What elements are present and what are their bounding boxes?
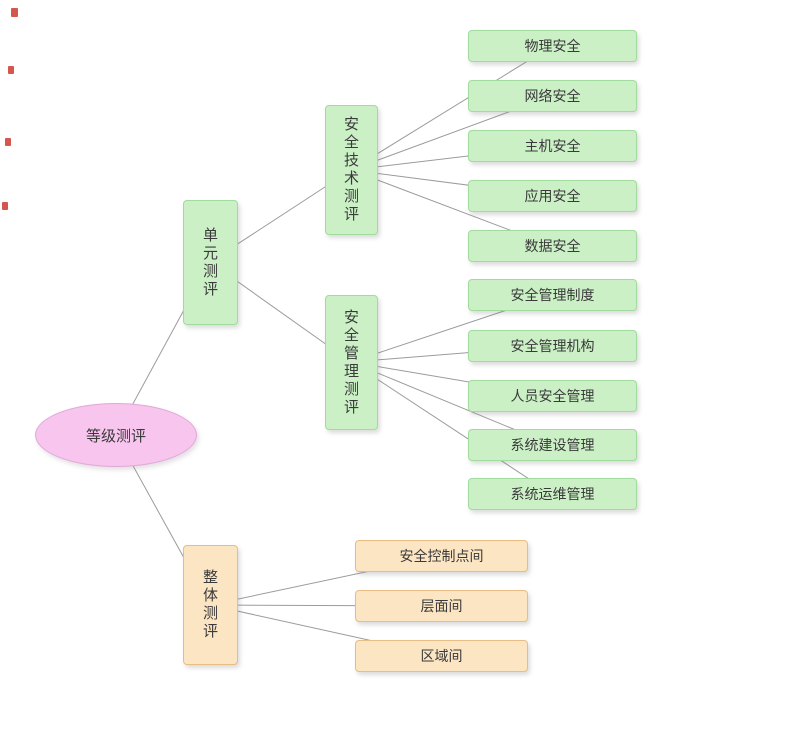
leaf-label: 区域间	[420, 649, 463, 665]
leaf-physical-security: 物理安全	[468, 30, 637, 62]
branch-tech-label: 安全技术测评	[342, 116, 360, 224]
leaf-label: 系统建设管理	[510, 438, 595, 454]
artifact-speck	[5, 138, 11, 146]
leaf-label: 人员安全管理	[510, 389, 595, 405]
leaf-label: 安全控制点间	[399, 549, 484, 565]
leaf-personnel-security-management: 人员安全管理	[468, 380, 637, 412]
leaf-host-security: 主机安全	[468, 130, 637, 162]
root-node-grade-evaluation: 等级测评	[35, 403, 197, 467]
leaf-label: 层面间	[420, 599, 463, 615]
branch-security-technical-evaluation: 安全技术测评	[325, 105, 378, 235]
leaf-system-operation-maintenance-management: 系统运维管理	[468, 478, 637, 510]
leaf-security-management-organization: 安全管理机构	[468, 330, 637, 362]
branch-mgmt-label: 安全管理测评	[342, 308, 360, 417]
leaf-label: 安全管理制度	[510, 288, 595, 304]
artifact-speck	[11, 8, 18, 17]
leaf-label: 物理安全	[524, 39, 581, 55]
leaf-label: 网络安全	[524, 89, 581, 105]
branch-unit-evaluation: 单元测评	[183, 200, 238, 325]
artifact-speck	[2, 202, 8, 210]
leaf-system-construction-management: 系统建设管理	[468, 429, 637, 461]
branch-unit-label: 单元测评	[201, 226, 219, 299]
leaf-between-layers: 层面间	[355, 590, 528, 622]
leaf-between-regions: 区域间	[355, 640, 528, 672]
leaf-label: 安全管理机构	[510, 339, 595, 355]
root-node-label: 等级测评	[85, 426, 146, 445]
branch-overall-evaluation: 整体测评	[183, 545, 238, 665]
leaf-security-management-system: 安全管理制度	[468, 279, 637, 311]
artifact-speck	[8, 66, 14, 74]
leaf-label: 主机安全	[524, 139, 581, 155]
branch-overall-label: 整体测评	[201, 569, 219, 641]
leaf-between-security-control-points: 安全控制点间	[355, 540, 528, 572]
leaf-label: 应用安全	[524, 189, 581, 205]
leaf-application-security: 应用安全	[468, 180, 637, 212]
branch-security-management-evaluation: 安全管理测评	[325, 295, 378, 430]
leaf-label: 数据安全	[524, 239, 581, 255]
leaf-label: 系统运维管理	[510, 487, 595, 503]
leaf-network-security: 网络安全	[468, 80, 637, 112]
leaf-data-security: 数据安全	[468, 230, 637, 262]
